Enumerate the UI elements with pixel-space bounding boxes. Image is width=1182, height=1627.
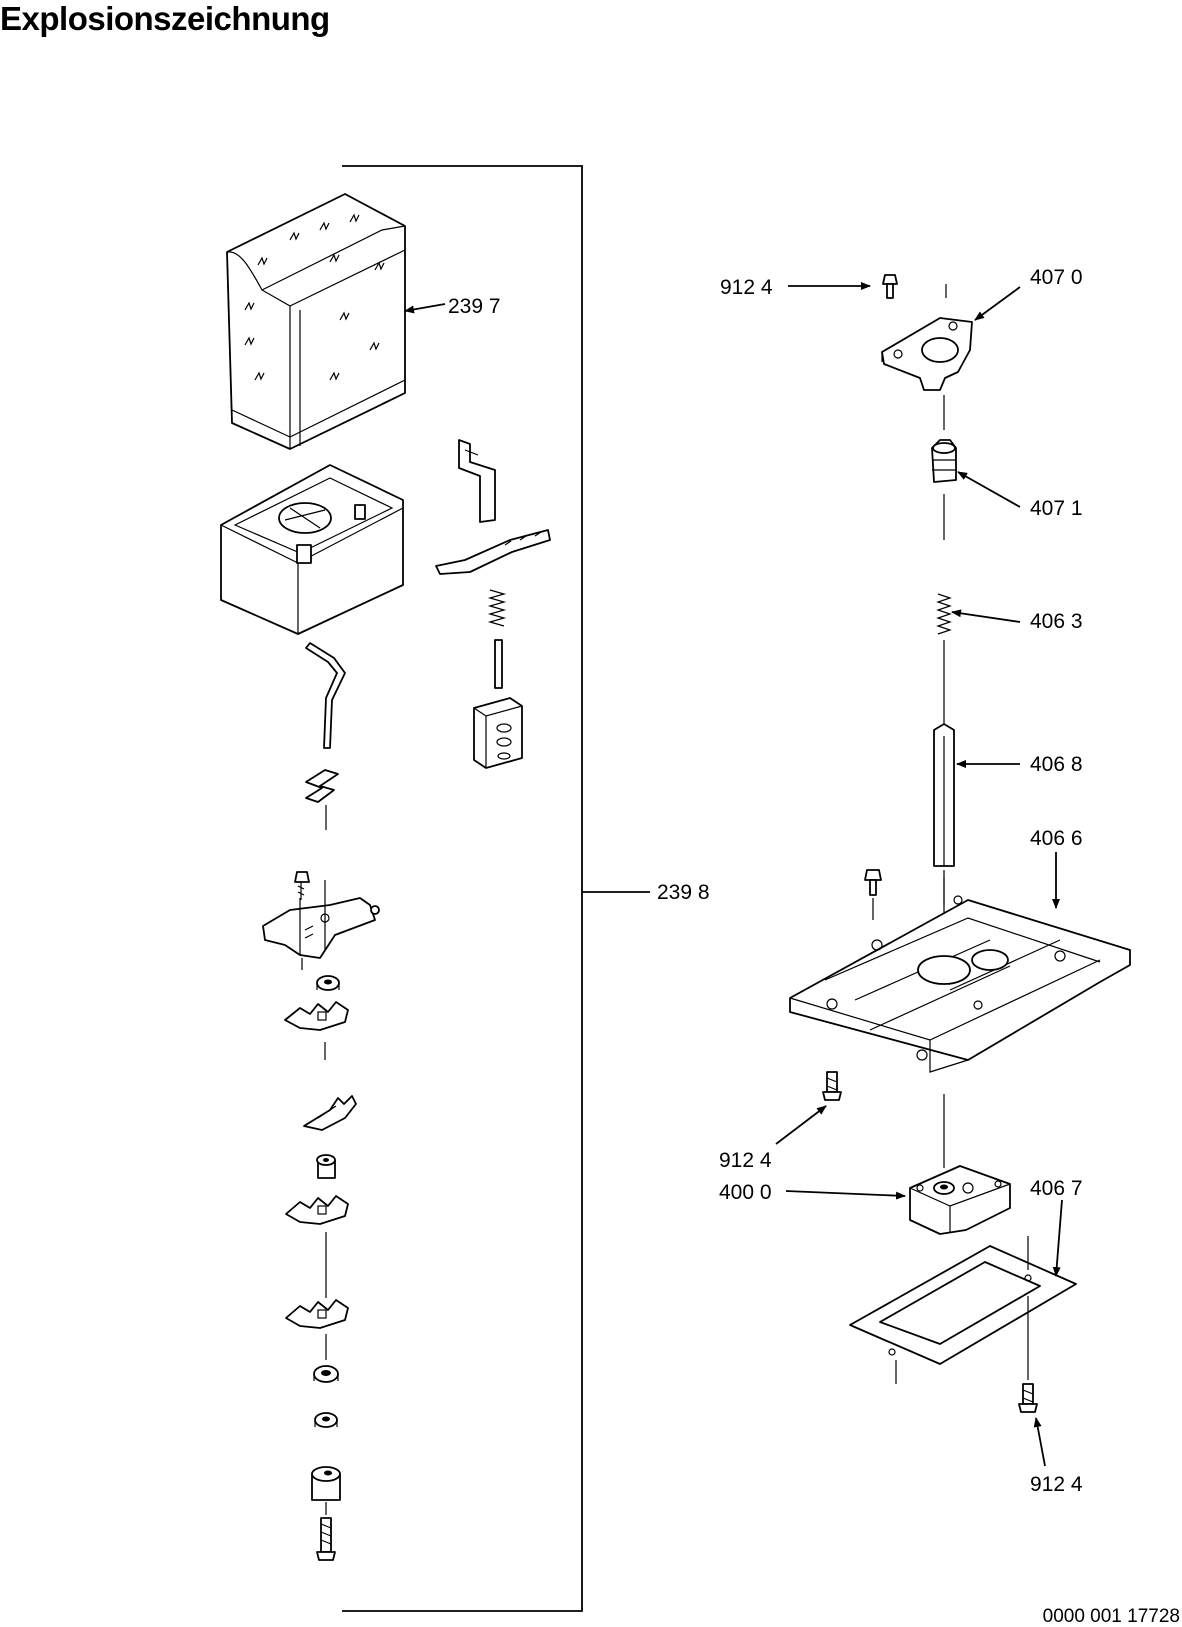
part-bushing-1: [316, 1154, 336, 1179]
label-4000: 400 0: [719, 1181, 772, 1204]
part-washer-2: [313, 1365, 339, 1383]
label-4068: 406 8: [1030, 753, 1083, 776]
part-spring-4063: [936, 593, 952, 635]
part-screw-9124-mid: [822, 1071, 842, 1101]
part-flange-plate: [881, 317, 973, 391]
part-screw-9124-bottom: [1018, 1383, 1038, 1413]
part-clip-plate-2: [303, 1095, 357, 1131]
part-connector: [931, 439, 957, 483]
part-clip-plate-4: [285, 1299, 349, 1329]
part-screw-9124-top: [882, 274, 898, 299]
page-title: Explosionszeichnung: [0, 0, 330, 37]
leader-4071: [957, 471, 1021, 508]
part-linkage-rod: [305, 642, 346, 749]
part-base-frame: [789, 895, 1131, 1073]
part-cover: [226, 193, 406, 450]
part-pin: [494, 639, 503, 689]
part-small-spring: [487, 589, 507, 627]
label-9124-top: 912 4: [720, 276, 773, 299]
part-gasket: [849, 1245, 1077, 1365]
label-4070: 407 0: [1030, 266, 1083, 289]
leader-9124-mid: [775, 1105, 827, 1145]
assembly-bracket: [342, 165, 650, 1612]
label-9124-bottom: 912 4: [1030, 1473, 1083, 1496]
part-terminal-block: [473, 697, 523, 769]
part-spring-clip: [305, 769, 339, 803]
label-4067: 406 7: [1030, 1177, 1083, 1200]
leader-4063: [951, 609, 1021, 623]
label-2397: 239 7: [448, 295, 501, 318]
part-washer-3: [314, 1412, 338, 1428]
leader-4067: [1052, 1199, 1063, 1277]
leader-9124-bottom: [1033, 1417, 1046, 1467]
part-screw-bottom-left: [316, 1517, 336, 1561]
label-4063: 406 3: [1030, 610, 1083, 633]
part-cam-plate: [262, 880, 380, 959]
part-screw-small: [294, 871, 310, 900]
label-2398: 239 8: [657, 881, 710, 904]
label-4066: 406 6: [1030, 827, 1083, 850]
leader-4000: [785, 1190, 906, 1200]
leader-2397: [404, 303, 446, 314]
label-9124-mid: 912 4: [719, 1149, 772, 1172]
label-4071: 407 1: [1030, 497, 1083, 520]
part-housing: [220, 464, 404, 635]
part-contact-bracket: [458, 439, 496, 523]
part-washer-1: [316, 975, 340, 991]
part-sleeve: [311, 1466, 341, 1501]
part-lever-plate: [435, 529, 551, 575]
part-screw-frame: [864, 869, 882, 896]
part-clip-plate-3: [285, 1195, 349, 1225]
part-clip-plate-1: [284, 1001, 349, 1031]
leader-4070: [974, 286, 1021, 321]
part-actuator: [909, 1165, 1011, 1235]
part-shaft: [933, 723, 955, 867]
drawing-number: 0000 001 17728: [1043, 1606, 1180, 1627]
